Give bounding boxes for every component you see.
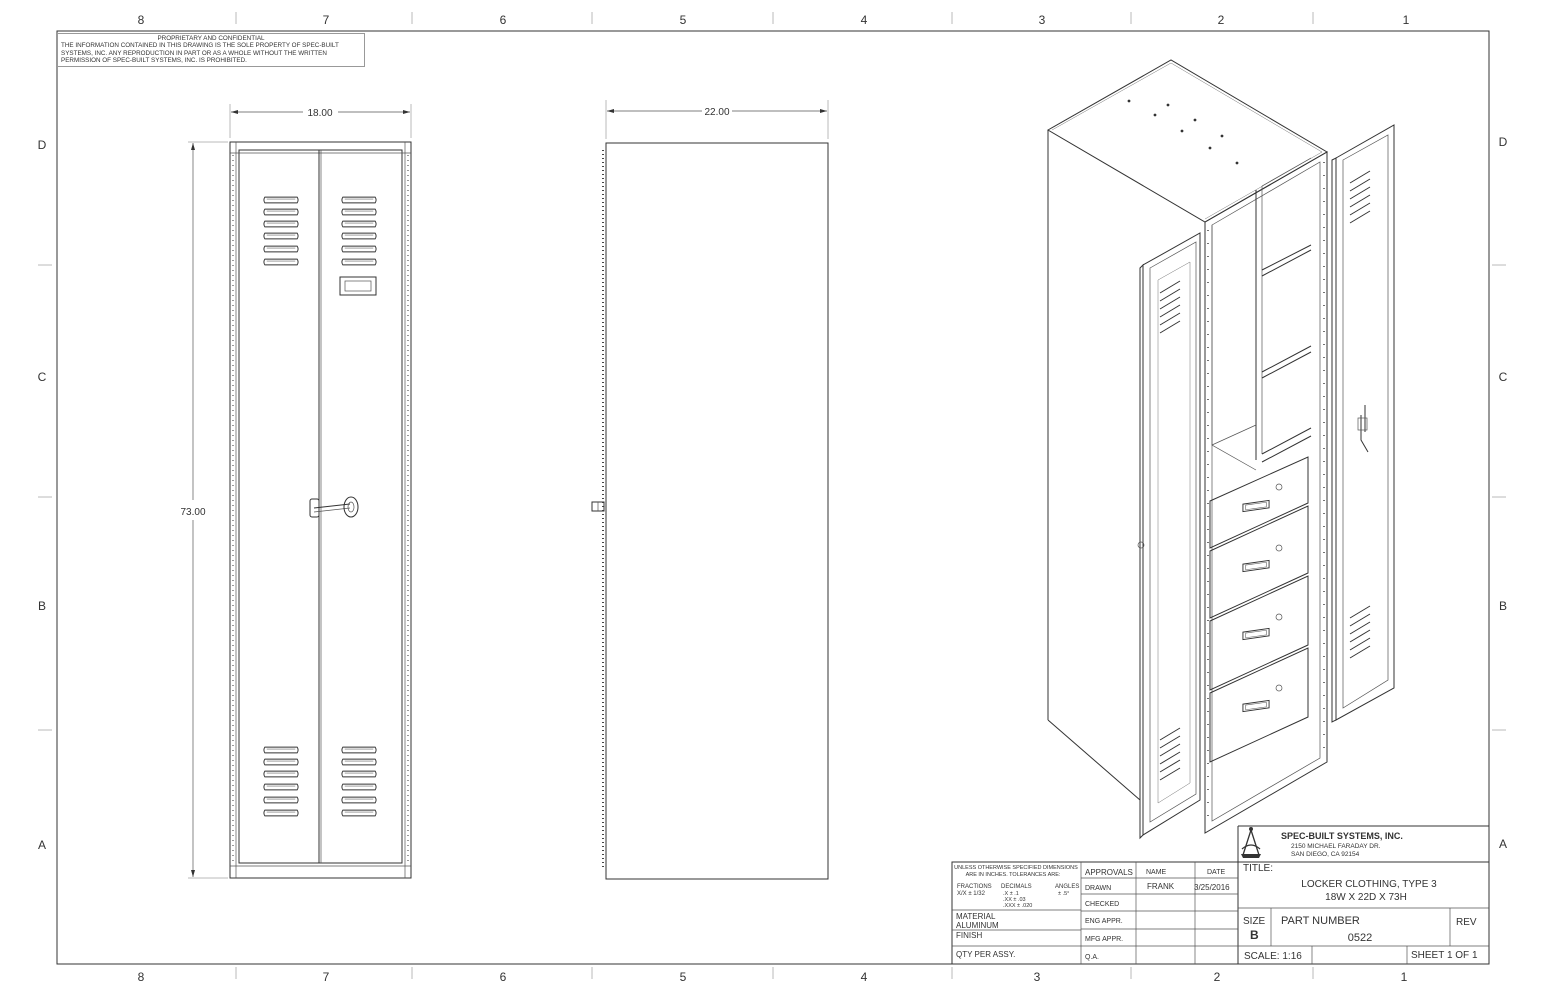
part-number-label: PART NUMBER: [1281, 915, 1360, 927]
zone-row-label: B: [1499, 599, 1507, 613]
title-block: UNLESS OTHERWISE SPECIFIED DIMENSIONS AR…: [951, 825, 1490, 965]
qa-label: Q.A.: [1085, 954, 1099, 961]
zone-col-label: 7: [323, 970, 330, 984]
drawn-name: FRANK: [1147, 882, 1175, 891]
zone-labels: 8 7 6 5 4 3 2 1 8 7 6 5 4 3 2 1 D C B A …: [38, 13, 1508, 984]
company-logo: [1241, 827, 1261, 858]
notice-body: THE INFORMATION CONTAINED IN THIS DRAWIN…: [61, 42, 339, 64]
drawn-date: 3/25/2016: [1194, 883, 1230, 892]
zone-col-label: 6: [500, 970, 507, 984]
zone-row-label: A: [38, 838, 46, 852]
side-depth-dimension: 22.00: [704, 107, 729, 118]
notice-heading: PROPRIETARY AND CONFIDENTIAL: [157, 35, 265, 42]
mfg-approval-label: MFG APPR.: [1085, 936, 1123, 943]
zone-col-label: 1: [1401, 970, 1408, 984]
finish-label: FINISH: [956, 931, 982, 940]
zone-col-label: 1: [1403, 13, 1410, 27]
zone-col-label: 3: [1034, 970, 1041, 984]
drawing-title: LOCKER CLOTHING, TYPE 3: [1301, 879, 1437, 890]
company-name: SPEC-BUILT SYSTEMS, INC.: [1281, 831, 1403, 841]
angles-label: ANGLES: [1055, 884, 1079, 890]
material-value: ALUMINUM: [956, 921, 999, 930]
zone-row-label: C: [1499, 370, 1508, 384]
side-view: 22.00: [591, 100, 829, 880]
size-value: B: [1250, 928, 1259, 942]
checked-label: CHECKED: [1085, 901, 1119, 908]
drawn-label: DRAWN: [1085, 885, 1111, 892]
zone-col-label: 5: [680, 970, 687, 984]
material-label: MATERIAL: [956, 912, 996, 921]
angles-value: ± .5°: [1058, 891, 1069, 897]
rev-label: REV: [1456, 917, 1477, 928]
decimals-xx: .XX ± .03: [1003, 897, 1026, 903]
decimals-x: .X ± .1: [1003, 891, 1019, 897]
qty-label: QTY PER ASSY.: [956, 950, 1015, 959]
zone-ticks: [38, 12, 1506, 979]
zone-col-label: 8: [138, 970, 145, 984]
company-address-2: SAN DIEGO, CA 92154: [1291, 851, 1360, 858]
zone-col-label: 4: [861, 970, 868, 984]
fractions-label: FRACTIONS: [957, 884, 992, 890]
name-header: NAME: [1146, 869, 1167, 876]
zone-col-label: 8: [138, 13, 145, 27]
zone-col-label: 2: [1218, 13, 1225, 27]
date-header: DATE: [1207, 869, 1225, 876]
front-height-dimension: 73.00: [180, 507, 205, 518]
eng-approval-label: ENG APPR.: [1085, 918, 1123, 925]
drawing-subtitle: 18W X 22D X 73H: [1325, 892, 1407, 903]
zone-row-label: B: [38, 599, 46, 613]
decimals-label: DECIMALS: [1001, 884, 1032, 890]
zone-col-label: 7: [323, 13, 330, 27]
zone-col-label: 6: [500, 13, 507, 27]
front-view: 18.00 73.00: [180, 104, 412, 879]
title-label: TITLE:: [1243, 863, 1273, 874]
fractions-value: X/X ± 1/32: [957, 891, 986, 897]
zone-row-label: C: [38, 370, 47, 384]
sheet-border: [56, 30, 1490, 965]
proprietary-notice: PROPRIETARY AND CONFIDENTIAL THE INFORMA…: [57, 33, 365, 67]
size-label: SIZE: [1243, 916, 1266, 927]
decimals-xxx: .XXX ± .020: [1003, 903, 1032, 909]
tolerance-note-2: ARE IN INCHES. TOLERANCES ARE:: [966, 872, 1061, 878]
zone-col-label: 2: [1214, 970, 1221, 984]
approvals-header: APPROVALS: [1085, 868, 1133, 877]
drawer-stack: [1209, 456, 1309, 763]
part-number-value: 0522: [1348, 932, 1372, 944]
zone-col-label: 5: [680, 13, 687, 27]
zone-row-label: A: [1499, 837, 1507, 851]
zone-col-label: 4: [861, 13, 868, 27]
scale-text: SCALE: 1:16: [1244, 951, 1302, 962]
sheet-text: SHEET 1 OF 1: [1411, 950, 1478, 961]
isometric-view: [1047, 59, 1395, 840]
company-address-1: 2150 MICHAEL FARADAY DR.: [1291, 843, 1381, 850]
front-width-dimension: 18.00: [307, 108, 332, 119]
zone-row-label: D: [38, 138, 47, 152]
zone-col-label: 3: [1039, 13, 1046, 27]
tolerance-note-1: UNLESS OTHERWISE SPECIFIED DIMENSIONS: [954, 865, 1078, 871]
zone-row-label: D: [1499, 135, 1508, 149]
